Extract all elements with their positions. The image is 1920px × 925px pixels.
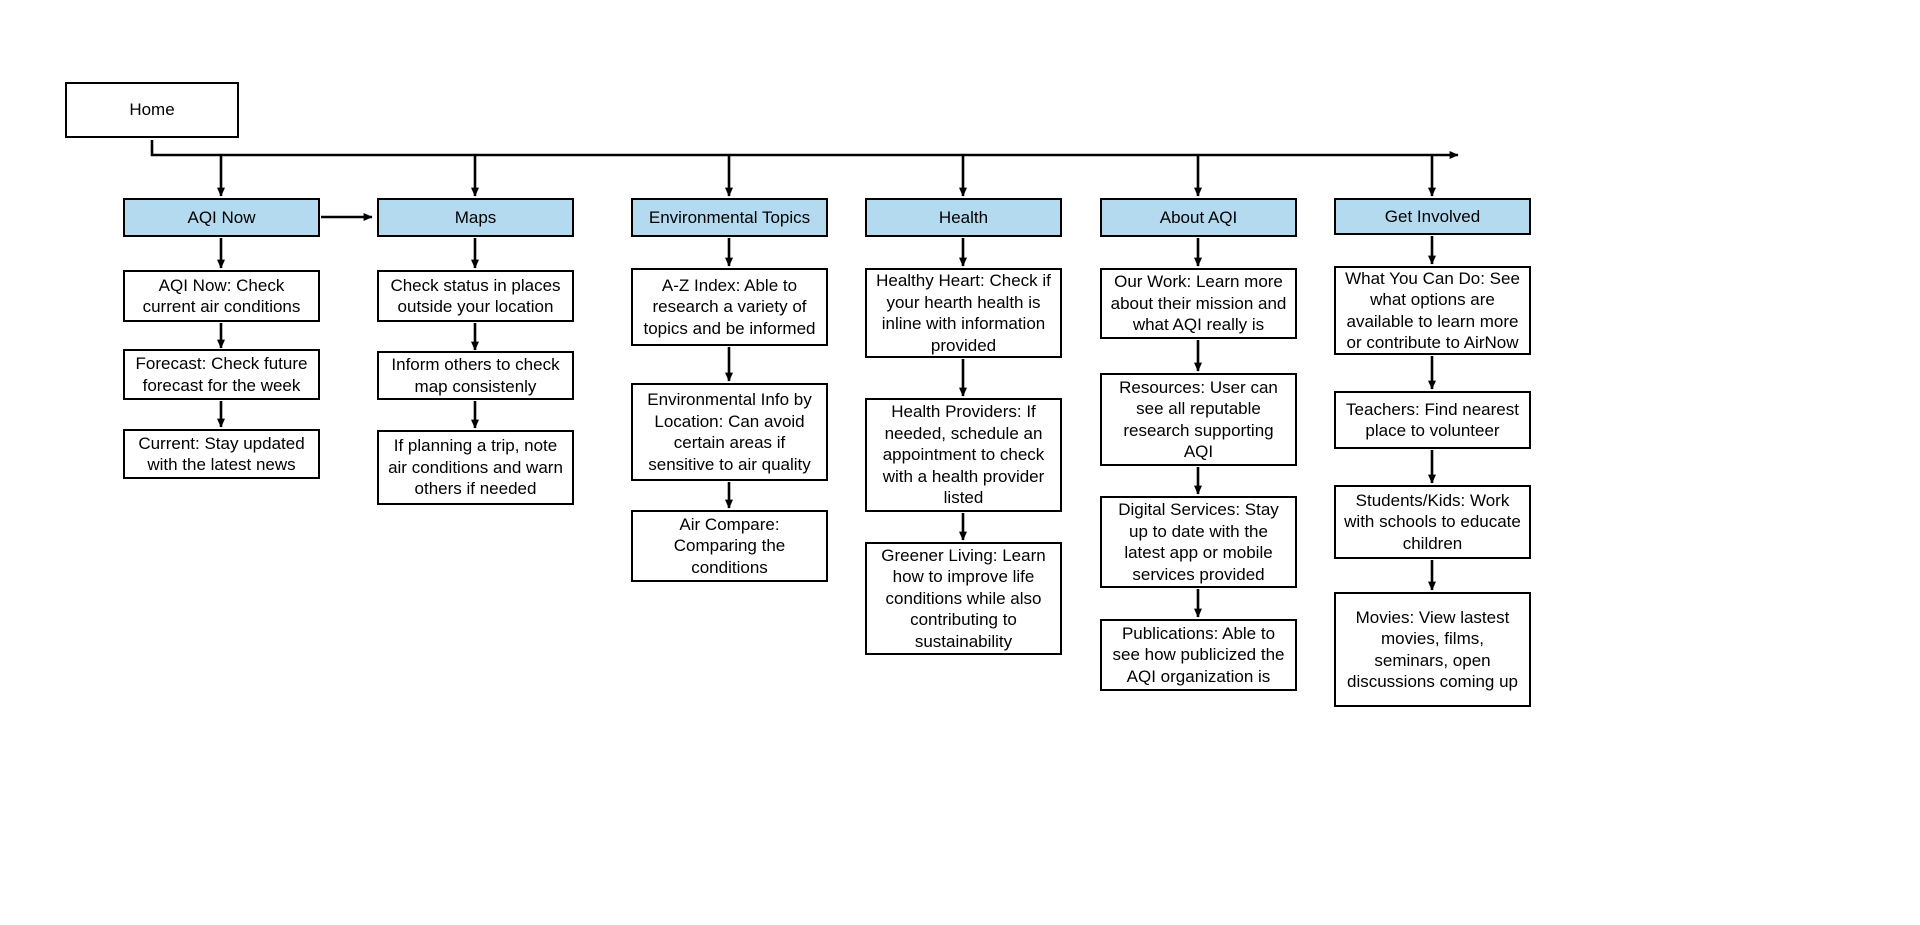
node-header-health[interactable]: Health [865,198,1062,237]
node-get-involved-step-2-label: Teachers: Find nearest place to voluntee… [1346,399,1519,441]
node-header-aqi-now[interactable]: AQI Now [123,198,320,237]
node-maps-step-2[interactable]: Inform others to check map consistenly [377,351,574,400]
node-header-about-aqi[interactable]: About AQI [1100,198,1297,237]
node-about-aqi-step-3[interactable]: Digital Services: Stay up to date with t… [1100,496,1297,588]
node-health-step-3[interactable]: Greener Living: Learn how to improve lif… [865,542,1062,655]
node-get-involved-step-3-label: Students/Kids: Work with schools to educ… [1344,490,1521,553]
node-maps-step-1[interactable]: Check status in places outside your loca… [377,270,574,322]
node-about-aqi-step-3-label: Digital Services: Stay up to date with t… [1118,500,1279,584]
node-get-involved-step-2[interactable]: Teachers: Find nearest place to voluntee… [1334,391,1531,449]
node-aqi-now-step-2[interactable]: Forecast: Check future forecast for the … [123,349,320,400]
node-get-involved-step-4-label: Movies: View lastest movies, films, semi… [1346,607,1519,692]
node-about-aqi-step-2[interactable]: Resources: User can see all reputable re… [1100,373,1297,466]
node-header-get-involved[interactable]: Get Involved [1334,198,1531,235]
node-about-aqi-step-2-label: Resources: User can see all reputable re… [1119,377,1278,462]
node-about-aqi-step-4[interactable]: Publications: Able to see how publicized… [1100,619,1297,691]
node-header-environmental-topics[interactable]: Environmental Topics [631,198,828,237]
node-environmental-topics-step-3-label: Air Compare: Comparing the conditions [673,514,786,577]
node-get-involved-step-3[interactable]: Students/Kids: Work with schools to educ… [1334,485,1531,559]
node-header-about-aqi-label: About AQI [1159,207,1238,227]
node-about-aqi-step-1[interactable]: Our Work: Learn more about their mission… [1100,268,1297,339]
node-aqi-now-step-3[interactable]: Current: Stay updated with the latest ne… [123,429,320,479]
node-home[interactable]: Home [65,82,239,138]
node-environmental-topics-step-2[interactable]: Environmental Info by Location: Can avoi… [631,383,828,481]
node-maps-step-3-label: If planning a trip, note air conditions … [388,436,563,499]
node-health-step-1[interactable]: Healthy Heart: Check if your hearth heal… [865,268,1062,358]
node-aqi-now-step-3-label: Current: Stay updated with the latest ne… [138,433,305,475]
node-about-aqi-step-1-label: Our Work: Learn more about their mission… [1110,272,1287,335]
node-get-involved-step-1-label: What You Can Do: See what options are av… [1345,268,1520,353]
node-get-involved-step-1[interactable]: What You Can Do: See what options are av… [1334,266,1531,355]
node-header-health-label: Health [938,207,989,227]
node-environmental-topics-step-1-label: A-Z Index: Able to research a variety of… [643,275,816,338]
node-environmental-topics-step-1[interactable]: A-Z Index: Able to research a variety of… [631,268,828,346]
node-get-involved-step-4[interactable]: Movies: View lastest movies, films, semi… [1334,592,1531,707]
node-home-label: Home [129,100,175,120]
node-aqi-now-step-2-label: Forecast: Check future forecast for the … [135,354,308,395]
node-header-maps[interactable]: Maps [377,198,574,237]
node-environmental-topics-step-3[interactable]: Air Compare: Comparing the conditions [631,510,828,582]
node-health-step-1-label: Healthy Heart: Check if your hearth heal… [876,271,1051,355]
node-health-step-3-label: Greener Living: Learn how to improve lif… [881,545,1046,651]
node-environmental-topics-step-2-label: Environmental Info by Location: Can avoi… [647,390,812,474]
node-header-environmental-topics-label: Environmental Topics [648,207,811,227]
node-maps-step-2-label: Inform others to check map consistenly [391,355,560,396]
node-maps-step-1-label: Check status in places outside your loca… [390,275,561,317]
node-aqi-now-step-1-label: AQI Now: Check current air conditions [142,275,301,317]
node-health-step-2-label: Health Providers: If needed, schedule an… [882,402,1045,508]
node-health-step-2[interactable]: Health Providers: If needed, schedule an… [865,398,1062,512]
node-header-aqi-now-label: AQI Now [187,207,256,227]
node-maps-step-3[interactable]: If planning a trip, note air conditions … [377,430,574,505]
node-aqi-now-step-1[interactable]: AQI Now: Check current air conditions [123,270,320,322]
node-header-get-involved-label: Get Involved [1384,206,1481,226]
node-header-maps-label: Maps [454,207,497,227]
connector-home-bus [150,140,1459,159]
node-about-aqi-step-4-label: Publications: Able to see how publicized… [1112,623,1285,686]
